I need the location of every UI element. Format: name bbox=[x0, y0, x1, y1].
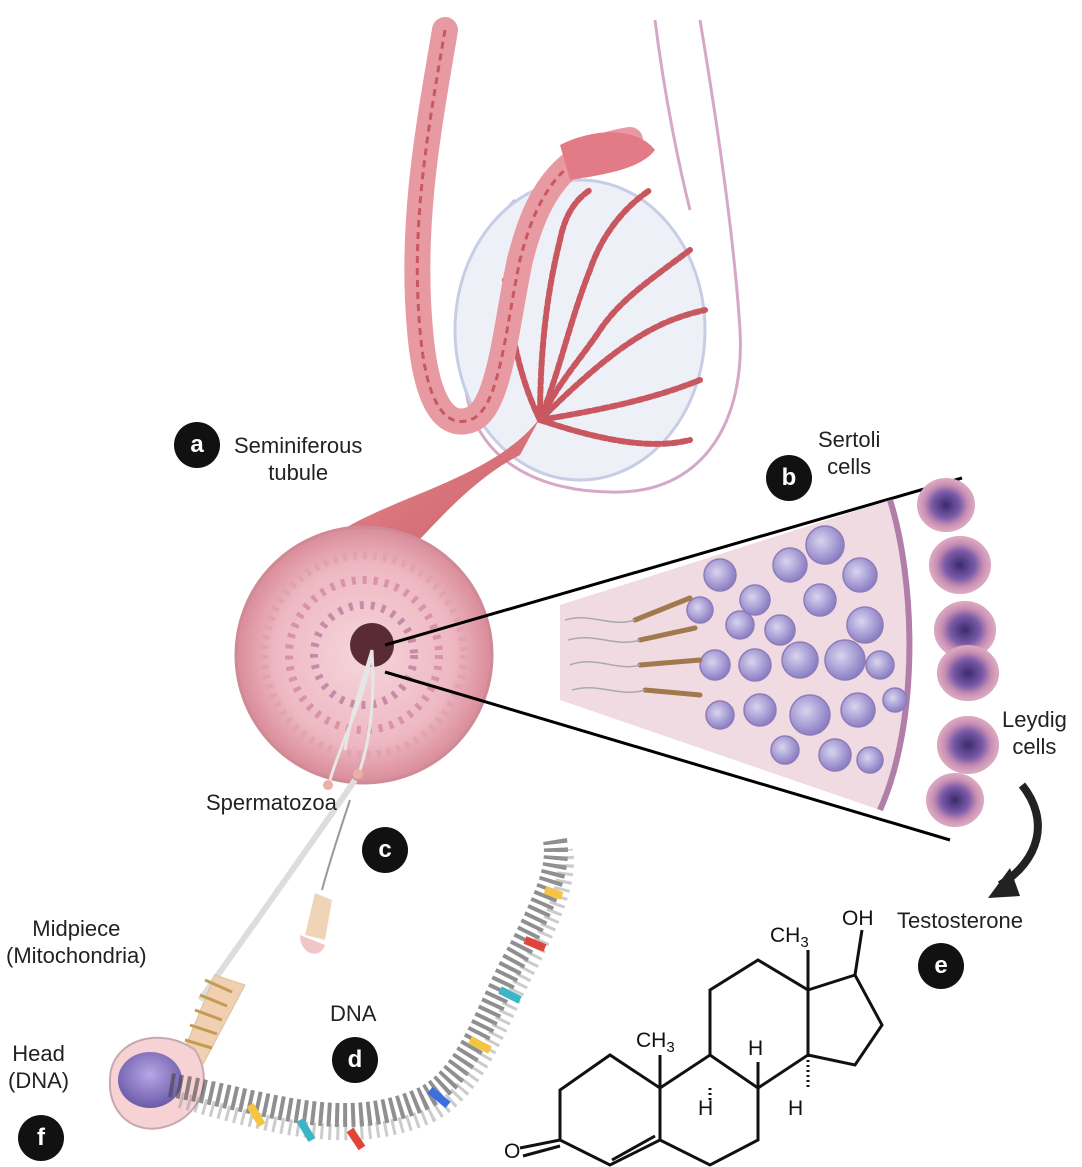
badge-b: b bbox=[766, 455, 812, 501]
label-leydig-line1: Leydig bbox=[1002, 706, 1067, 733]
label-head-line2: (DNA) bbox=[8, 1067, 69, 1094]
chem-oh: OH bbox=[842, 908, 874, 930]
chem-ch3-top-text: CH bbox=[770, 924, 800, 947]
label-dna: DNA bbox=[330, 1000, 376, 1027]
badge-d: d bbox=[332, 1037, 378, 1083]
label-midpiece: Midpiece (Mitochondria) bbox=[6, 915, 147, 969]
label-seminiferous-tubule: Seminiferous tubule bbox=[234, 432, 362, 486]
label-midpiece-line1: Midpiece bbox=[6, 915, 147, 942]
label-sertoli-line1: Sertoli bbox=[818, 426, 880, 453]
badge-a: a bbox=[174, 422, 220, 468]
chem-ch3-left: CH3 bbox=[636, 1030, 675, 1059]
chem-ch3-top: CH3 bbox=[770, 925, 809, 954]
badge-e: e bbox=[918, 943, 964, 989]
label-head-line1: Head bbox=[8, 1040, 69, 1067]
leydig-cells bbox=[918, 479, 998, 826]
label-testosterone: Testosterone bbox=[897, 907, 1023, 934]
arrow-to-testosterone bbox=[1000, 785, 1038, 885]
chem-ch3-top-sub: 3 bbox=[800, 934, 808, 951]
label-sertoli-cells: Sertoli cells bbox=[818, 426, 880, 480]
chem-h-left: H bbox=[698, 1098, 713, 1120]
badge-c: c bbox=[362, 827, 408, 873]
label-seminiferous-line2: tubule bbox=[234, 459, 362, 486]
label-spermatozoa: Spermatozoa bbox=[206, 789, 337, 816]
spermatozoon bbox=[110, 780, 355, 1129]
label-leydig-cells: Leydig cells bbox=[1002, 706, 1067, 760]
epididymis-head bbox=[560, 132, 655, 180]
chem-h-top: H bbox=[748, 1038, 763, 1060]
chem-ch3-left-sub: 3 bbox=[666, 1039, 674, 1056]
testis bbox=[417, 20, 740, 492]
tubule-cross-section bbox=[236, 527, 492, 790]
label-leydig-line2: cells bbox=[1002, 733, 1067, 760]
label-midpiece-line2: (Mitochondria) bbox=[6, 942, 147, 969]
chem-o: O bbox=[504, 1141, 520, 1163]
chem-ch3-left-text: CH bbox=[636, 1029, 666, 1052]
chem-h-right: H bbox=[788, 1098, 803, 1120]
testosterone-structure bbox=[520, 930, 882, 1165]
label-head: Head (DNA) bbox=[8, 1040, 69, 1094]
label-sertoli-line2: cells bbox=[818, 453, 880, 480]
magnified-tissue bbox=[560, 500, 909, 810]
label-seminiferous-line1: Seminiferous bbox=[234, 432, 362, 459]
badge-f: f bbox=[18, 1115, 64, 1161]
